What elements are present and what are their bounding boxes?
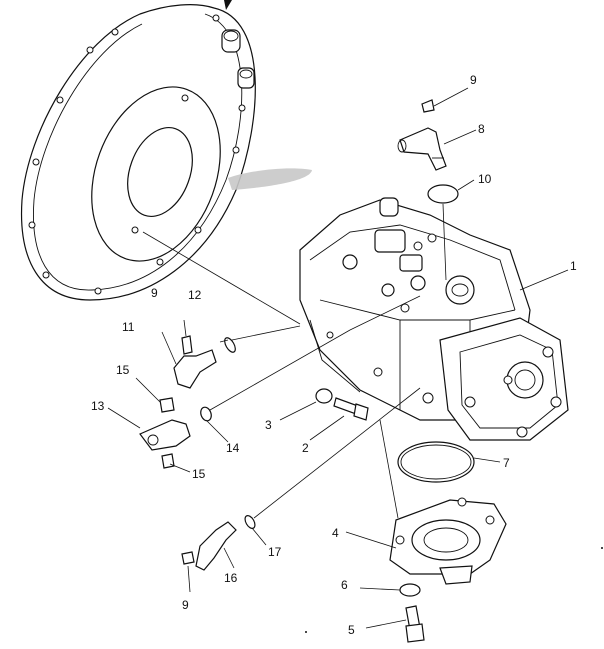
callout-14: 14	[226, 441, 240, 455]
bolt	[405, 605, 425, 643]
elbow-fitting	[195, 521, 237, 571]
callout-11: 11	[122, 320, 135, 334]
plug	[181, 551, 195, 565]
callout-17: 17	[268, 545, 282, 559]
washer	[315, 388, 333, 404]
o-ring-14	[200, 406, 212, 422]
o-ring-10	[427, 184, 459, 204]
callout-10: 10	[478, 172, 492, 186]
callout-7: 7	[503, 456, 510, 470]
callout-9: 9	[470, 73, 477, 87]
callout-9: 9	[151, 286, 158, 300]
callout-2: 2	[302, 441, 309, 455]
callout-15: 15	[116, 363, 130, 377]
o-ring-12	[224, 337, 236, 353]
plug	[421, 99, 435, 113]
callout-labels: 9 8 10 1 9 12 11 15 13 15 14 3 2 7 4 17 …	[91, 73, 577, 637]
plug	[161, 453, 175, 469]
smudge-mark	[228, 168, 312, 190]
leader-lines	[107, 87, 569, 629]
plug	[159, 397, 175, 413]
o-ring-17	[244, 515, 256, 529]
callout-16: 16	[224, 571, 238, 585]
callout-4: 4	[332, 526, 339, 540]
tee-fitting	[173, 335, 217, 389]
callout-9: 9	[182, 598, 189, 612]
flange	[389, 497, 507, 585]
callout-1: 1	[570, 259, 577, 273]
elbow-fitting	[397, 127, 447, 171]
pump-assembly	[299, 197, 569, 441]
o-ring-7	[397, 441, 475, 483]
callout-8: 8	[478, 122, 485, 136]
housing-plate	[20, 0, 256, 301]
callout-3: 3	[265, 418, 272, 432]
stray-mark	[601, 547, 603, 549]
callout-12: 12	[188, 288, 202, 302]
callout-6: 6	[341, 578, 348, 592]
callout-15: 15	[192, 467, 206, 481]
washer	[399, 583, 421, 597]
callout-5: 5	[348, 623, 355, 637]
straight-fitting	[139, 419, 191, 451]
stray-mark	[305, 631, 307, 633]
callout-13: 13	[91, 399, 105, 413]
bolt	[333, 397, 369, 421]
